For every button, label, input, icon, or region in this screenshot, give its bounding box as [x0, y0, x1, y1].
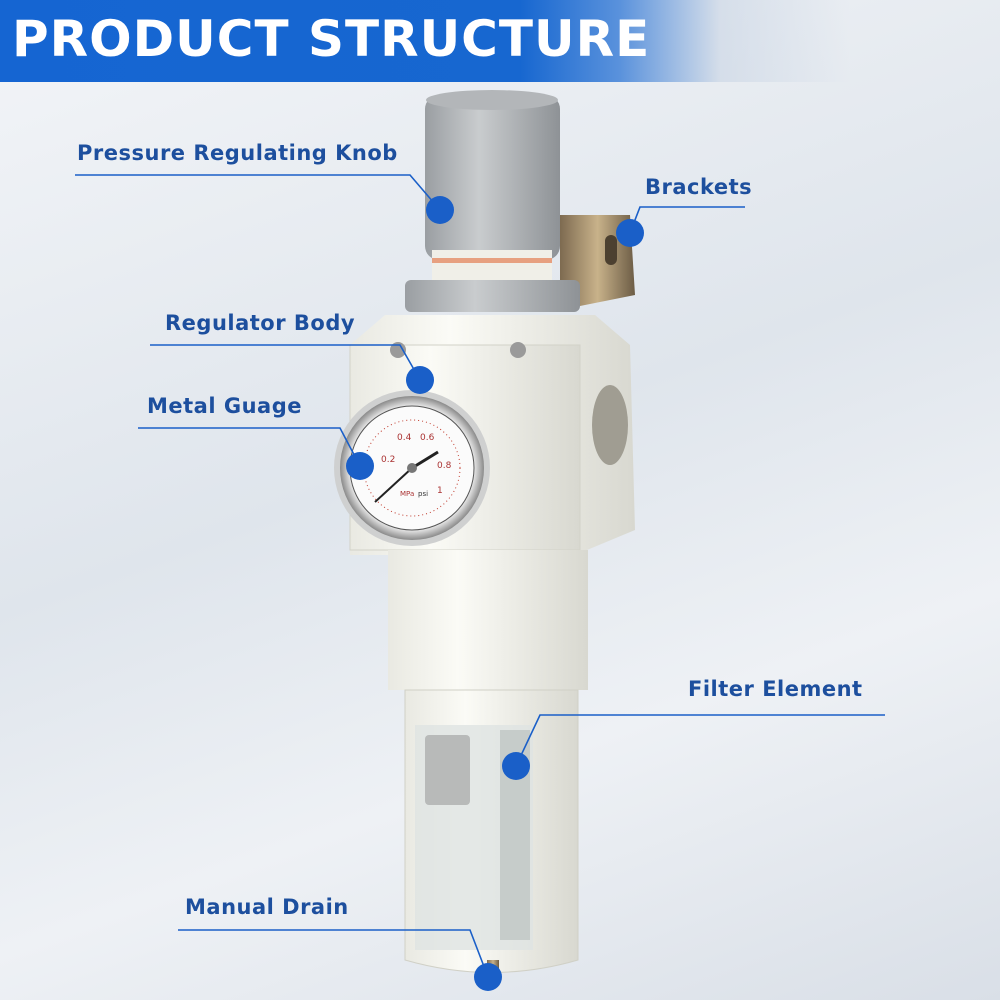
- filter-bowl: [388, 550, 588, 690]
- callout-line-brackets: [629, 206, 745, 234]
- callout-dot-brackets: [616, 219, 644, 247]
- gauge-tick: 0.6: [420, 433, 435, 443]
- callout-line-knob: [75, 174, 441, 211]
- callout-line-filter: [515, 714, 885, 767]
- gauge-tick: 0.8: [437, 461, 452, 471]
- callout-line-drain: [178, 929, 489, 978]
- callout-dot-regulator: [406, 366, 434, 394]
- callout-dot-drain: [474, 963, 502, 991]
- callout-line-gauge: [138, 427, 361, 467]
- page-title: PRODUCT STRUCTURE: [12, 10, 651, 68]
- gauge-tick: 0.4: [397, 433, 412, 443]
- knob: [425, 95, 560, 260]
- label-filter-element: Filter Element: [688, 677, 863, 701]
- gauge-tick: 1: [437, 486, 443, 496]
- callout-dot-filter: [502, 752, 530, 780]
- label-regulator-body: Regulator Body: [165, 311, 356, 335]
- label-manual-drain: Manual Drain: [185, 895, 349, 919]
- label-metal-guage: Metal Guage: [147, 394, 302, 418]
- pressure-gauge: 0.2 0.4 0.6 0.8 1 MPa psi: [334, 390, 490, 546]
- gauge-unit: MPa: [400, 490, 414, 498]
- label-pressure-regulating-knob: Pressure Regulating Knob: [77, 141, 398, 165]
- gauge-unit: psi: [418, 490, 428, 498]
- callout-dot-gauge: [346, 452, 374, 480]
- gauge-tick: 0.2: [381, 455, 395, 465]
- callout-dot-knob: [426, 196, 454, 224]
- label-brackets: Brackets: [645, 175, 753, 199]
- header-banner: PRODUCT STRUCTURE: [0, 0, 1000, 82]
